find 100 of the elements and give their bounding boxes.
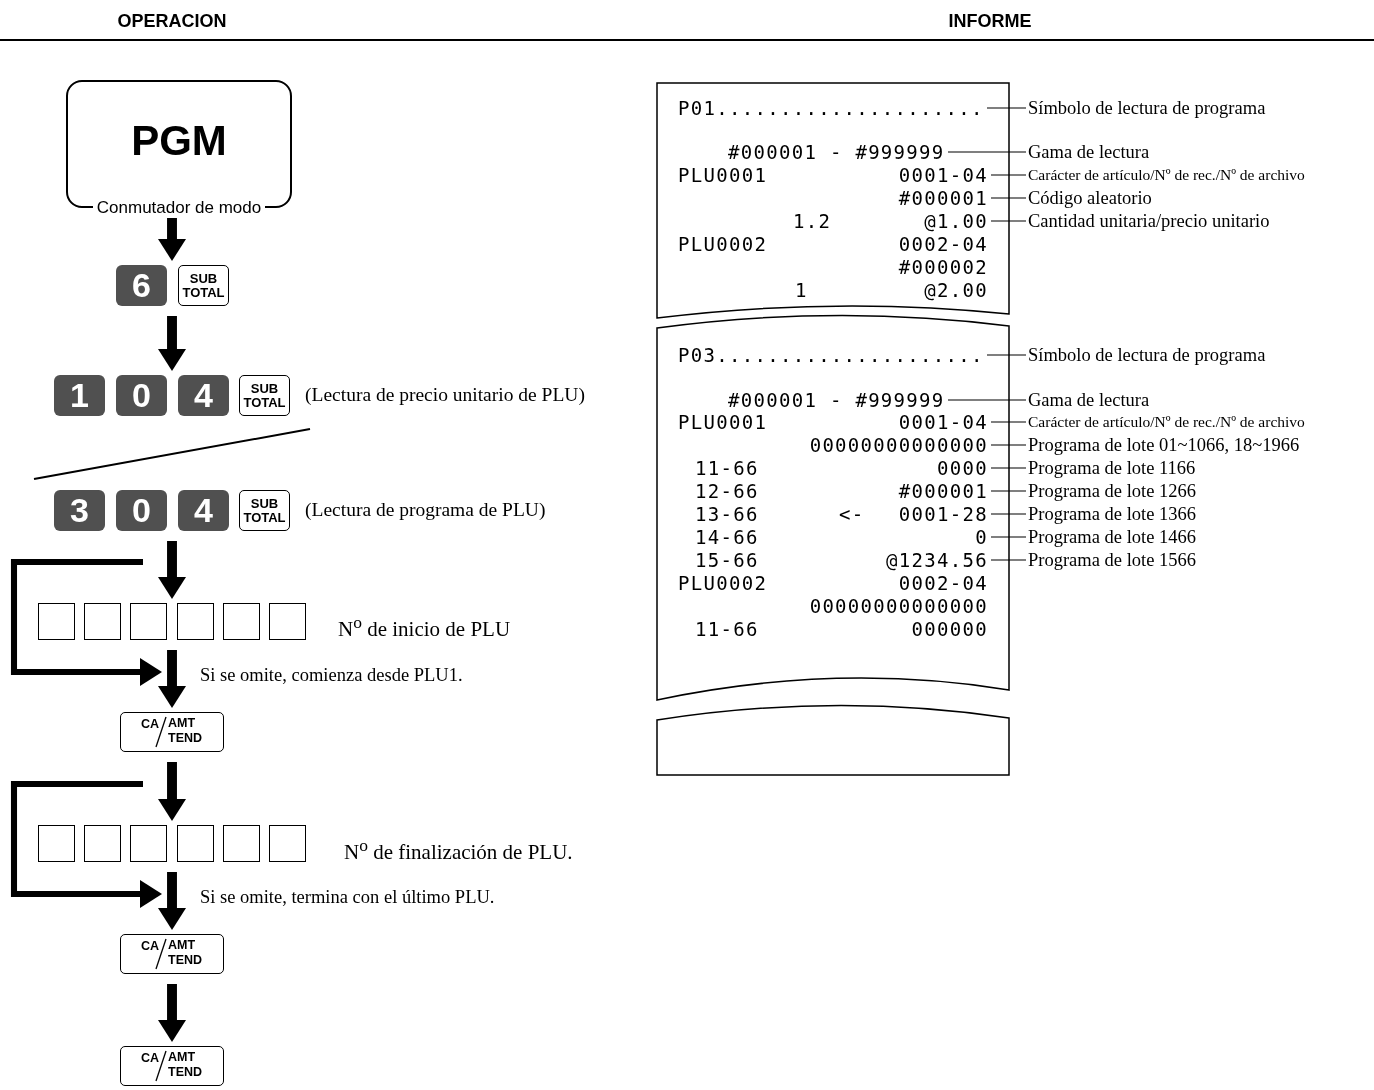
- leader-line: [990, 220, 1027, 222]
- receipt-text: 0002-04: [898, 233, 988, 255]
- receipt-text: 0002-04: [898, 572, 988, 594]
- receipt-text: @1.00: [924, 210, 988, 232]
- step-note: Si se omite, comienza desde PLU1.: [200, 664, 463, 687]
- receipt-text: #000001: [898, 480, 988, 502]
- receipt-text: P03.....................: [678, 344, 984, 366]
- step-note: N$^{o}$ de finalización de PLU.: [344, 834, 573, 865]
- receipt-text: 0001-04: [898, 411, 988, 433]
- receipt-text: P01.....................: [678, 97, 984, 119]
- digit-box: [130, 603, 167, 640]
- annotation-text: Símbolo de lectura de programa: [1028, 343, 1374, 367]
- step-note: Si se omite, termina con el último PLU.: [200, 886, 495, 909]
- leader-line: [990, 421, 1027, 423]
- annotation-text: Programa de lote 1466: [1028, 525, 1374, 549]
- receipt-text: 0001-28: [898, 503, 988, 525]
- receipt-text: 0000: [937, 457, 988, 479]
- leader-line: [990, 559, 1027, 561]
- tender-key: CA AMT TEND: [120, 934, 224, 974]
- subtotal-key: SUB TOTAL: [178, 265, 229, 306]
- receipt-text: 15-66: [695, 549, 759, 571]
- step-note: N$^{o}$ de inicio de PLU: [338, 611, 511, 642]
- leader-line: [990, 444, 1027, 446]
- digit-box: [223, 825, 260, 862]
- flow-arrow: [158, 762, 186, 821]
- mode-label: PGM: [131, 118, 227, 164]
- number-key: 4: [178, 375, 229, 416]
- number-key: 0: [116, 375, 167, 416]
- tender-key: CA AMT TEND: [120, 712, 224, 752]
- annotation-text: Código aleatorio: [1028, 186, 1374, 210]
- receipt-text: 11-66: [695, 618, 759, 640]
- receipt-text: 00000000000000: [809, 595, 988, 617]
- subtotal-key: SUB TOTAL: [239, 375, 290, 416]
- leader-line: [990, 174, 1027, 176]
- leader-line: [990, 197, 1027, 199]
- flow-arrow: [158, 872, 186, 930]
- step-note: (Lectura de precio unitario de PLU): [305, 383, 585, 407]
- leader-line: [990, 467, 1027, 469]
- receipt-text: PLU0001: [678, 411, 768, 433]
- receipt-text: 0: [975, 526, 988, 548]
- number-key: 1: [54, 375, 105, 416]
- receipt-text: #000001 - #999999: [728, 141, 945, 163]
- receipt-text: @2.00: [924, 279, 988, 301]
- digit-box: [130, 825, 167, 862]
- leader-line: [990, 490, 1027, 492]
- flow-arrow: [158, 984, 186, 1042]
- digit-box: [177, 825, 214, 862]
- annotation-text: Programa de lote 1566: [1028, 548, 1374, 572]
- leader-line: [986, 107, 1027, 109]
- annotation-text: Gama de lectura: [1028, 140, 1374, 164]
- column-heading: INFORME: [947, 10, 1033, 32]
- annotation-text: Programa de lote 01~1066, 18~1966: [1028, 433, 1374, 457]
- digit-box: [84, 603, 121, 640]
- annotation-text: Carácter de artículo/Nº de rec./Nº de archivo: [1028, 410, 1374, 434]
- receipt-text: PLU0001: [678, 164, 768, 186]
- receipt-text: 00000000000000: [809, 434, 988, 456]
- receipt-text: <-: [839, 503, 865, 525]
- column-heading: OPERACION: [116, 10, 228, 32]
- annotation-text: Carácter de artículo/Nº de rec./Nº de archivo: [1028, 163, 1374, 187]
- leader-line: [947, 151, 1027, 153]
- tender-key: CA AMT TEND: [120, 1046, 224, 1086]
- receipt-text: #000001 - #999999: [728, 389, 945, 411]
- annotation-text: Símbolo de lectura de programa: [1028, 96, 1374, 120]
- bypass-arrow: [10, 780, 162, 908]
- number-key: 4: [178, 490, 229, 531]
- leader-line: [990, 536, 1027, 538]
- receipt-text: #000002: [898, 256, 988, 278]
- number-key: 3: [54, 490, 105, 531]
- receipt-text: 11-66: [695, 457, 759, 479]
- receipt-text: PLU0002: [678, 233, 768, 255]
- flow-arrow: [158, 541, 186, 599]
- leader-line: [986, 354, 1027, 356]
- receipt-text: 1.2: [793, 210, 832, 232]
- digit-box: [269, 825, 306, 862]
- leader-line: [947, 399, 1027, 401]
- leader-line: [990, 513, 1027, 515]
- receipt-text: 1: [795, 279, 808, 301]
- digit-box: [84, 825, 121, 862]
- digit-box: [38, 825, 75, 862]
- annotation-text: Gama de lectura: [1028, 388, 1374, 412]
- receipt-text: PLU0002: [678, 572, 768, 594]
- digit-box: [269, 603, 306, 640]
- number-key: 6: [116, 265, 167, 306]
- receipt-text: 14-66: [695, 526, 759, 548]
- step-note: (Lectura de programa de PLU): [305, 498, 546, 522]
- digit-box: [177, 603, 214, 640]
- receipt-text: 12-66: [695, 480, 759, 502]
- number-key: 0: [116, 490, 167, 531]
- annotation-text: Programa de lote 1166: [1028, 456, 1374, 480]
- receipt-text: 000000: [911, 618, 988, 640]
- digit-box: [38, 603, 75, 640]
- receipt-text: 0001-04: [898, 164, 988, 186]
- digit-box: [223, 603, 260, 640]
- annotation-text: Cantidad unitaria/precio unitario: [1028, 209, 1374, 233]
- receipt-text: @1234.56: [886, 549, 988, 571]
- receipt-text: 13-66: [695, 503, 759, 525]
- receipt-text: #000001: [898, 187, 988, 209]
- flow-arrow: [158, 218, 186, 261]
- flow-arrow: [158, 650, 186, 708]
- subtotal-key: SUB TOTAL: [239, 490, 290, 531]
